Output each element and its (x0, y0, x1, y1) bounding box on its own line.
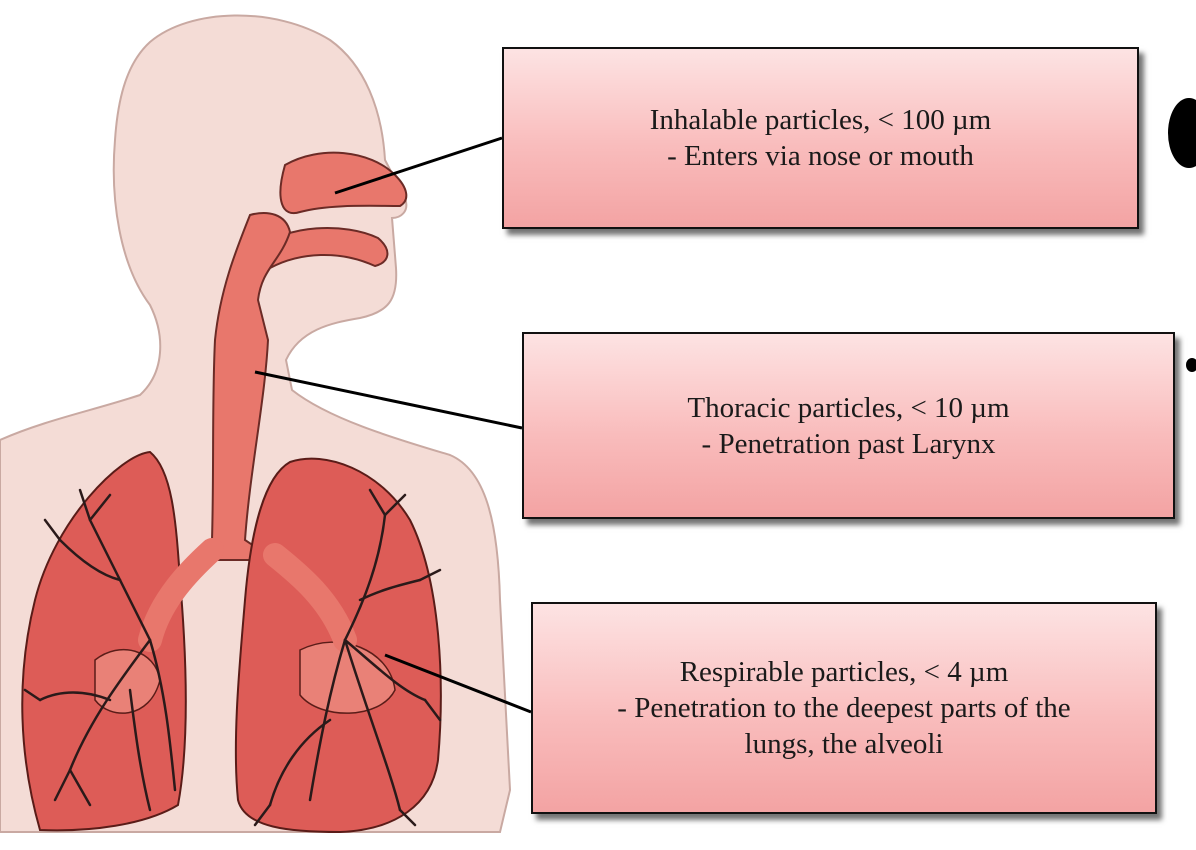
callout-respirable-detail-1: - Penetration to the deepest parts of th… (617, 690, 1070, 726)
bullet-dot-small (1186, 358, 1196, 372)
callout-thoracic-title: Thoracic particles, < 10 µm (687, 390, 1009, 426)
callout-inhalable-particles: Inhalable particles, < 100 µm - Enters v… (502, 47, 1139, 229)
callout-thoracic-particles: Thoracic particles, < 10 µm - Penetratio… (522, 332, 1175, 519)
callout-respirable-particles: Respirable particles, < 4 µm - Penetrati… (531, 602, 1157, 814)
callout-thoracic-detail: - Penetration past Larynx (702, 426, 996, 462)
nasal-cavity (280, 153, 406, 213)
callout-respirable-detail-2: lungs, the alveoli (745, 726, 944, 762)
callout-inhalable-detail: - Enters via nose or mouth (667, 138, 974, 174)
callout-inhalable-title: Inhalable particles, < 100 µm (650, 102, 992, 138)
callout-respirable-title: Respirable particles, < 4 µm (680, 654, 1009, 690)
